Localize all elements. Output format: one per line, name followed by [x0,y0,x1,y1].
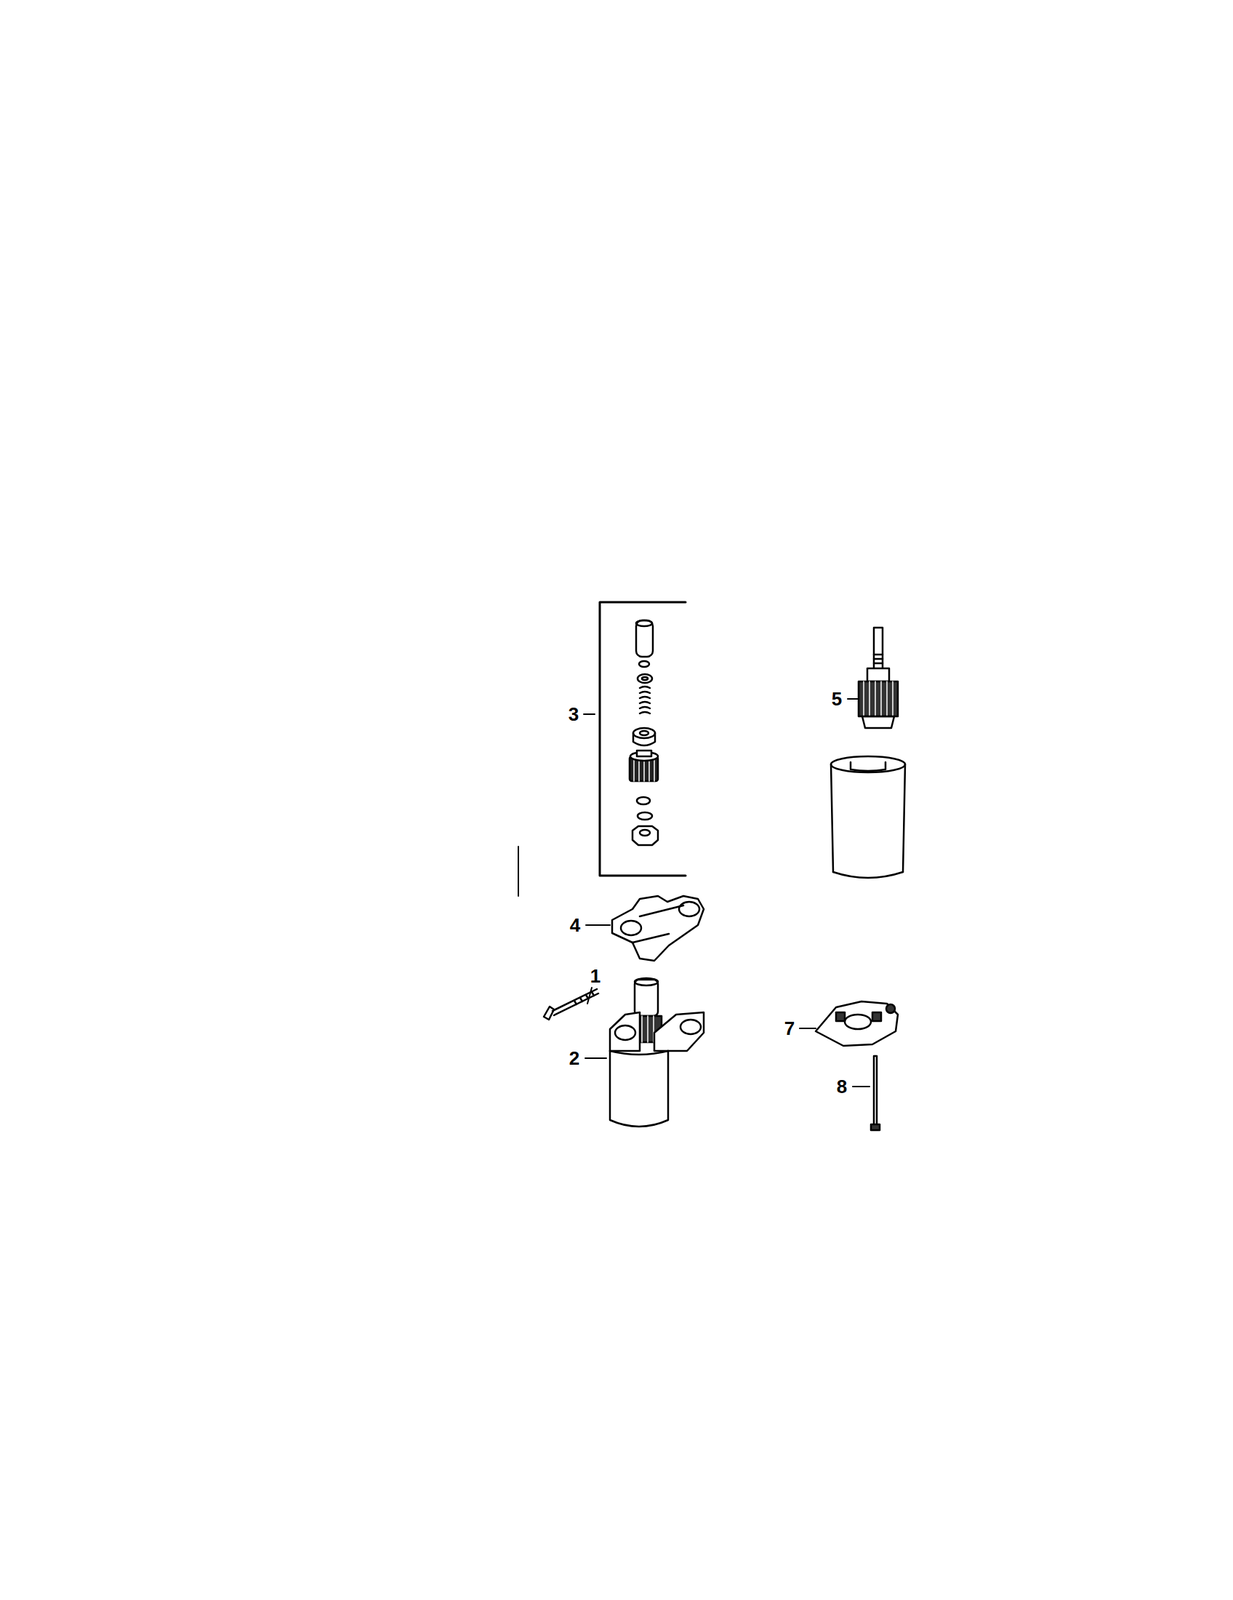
callout-number: 1 [590,966,601,986]
callout-number: 5 [831,689,842,709]
screw [870,1055,880,1130]
brush-plate [815,1001,898,1046]
end-cap [612,895,704,961]
callout-number: 2 [569,1048,580,1068]
motor-housing [830,756,906,878]
leader-line [587,987,592,1004]
leader-lines [583,698,870,1087]
callout-number: 4 [569,915,581,935]
group-bracket [599,601,686,876]
callout-number: 7 [784,1018,795,1038]
drive-kit [629,620,658,845]
margin-mark [517,846,520,896]
callout-number: 3 [568,704,579,724]
callout-number: 8 [836,1076,847,1096]
starter-motor [609,977,704,1127]
armature [858,627,898,728]
